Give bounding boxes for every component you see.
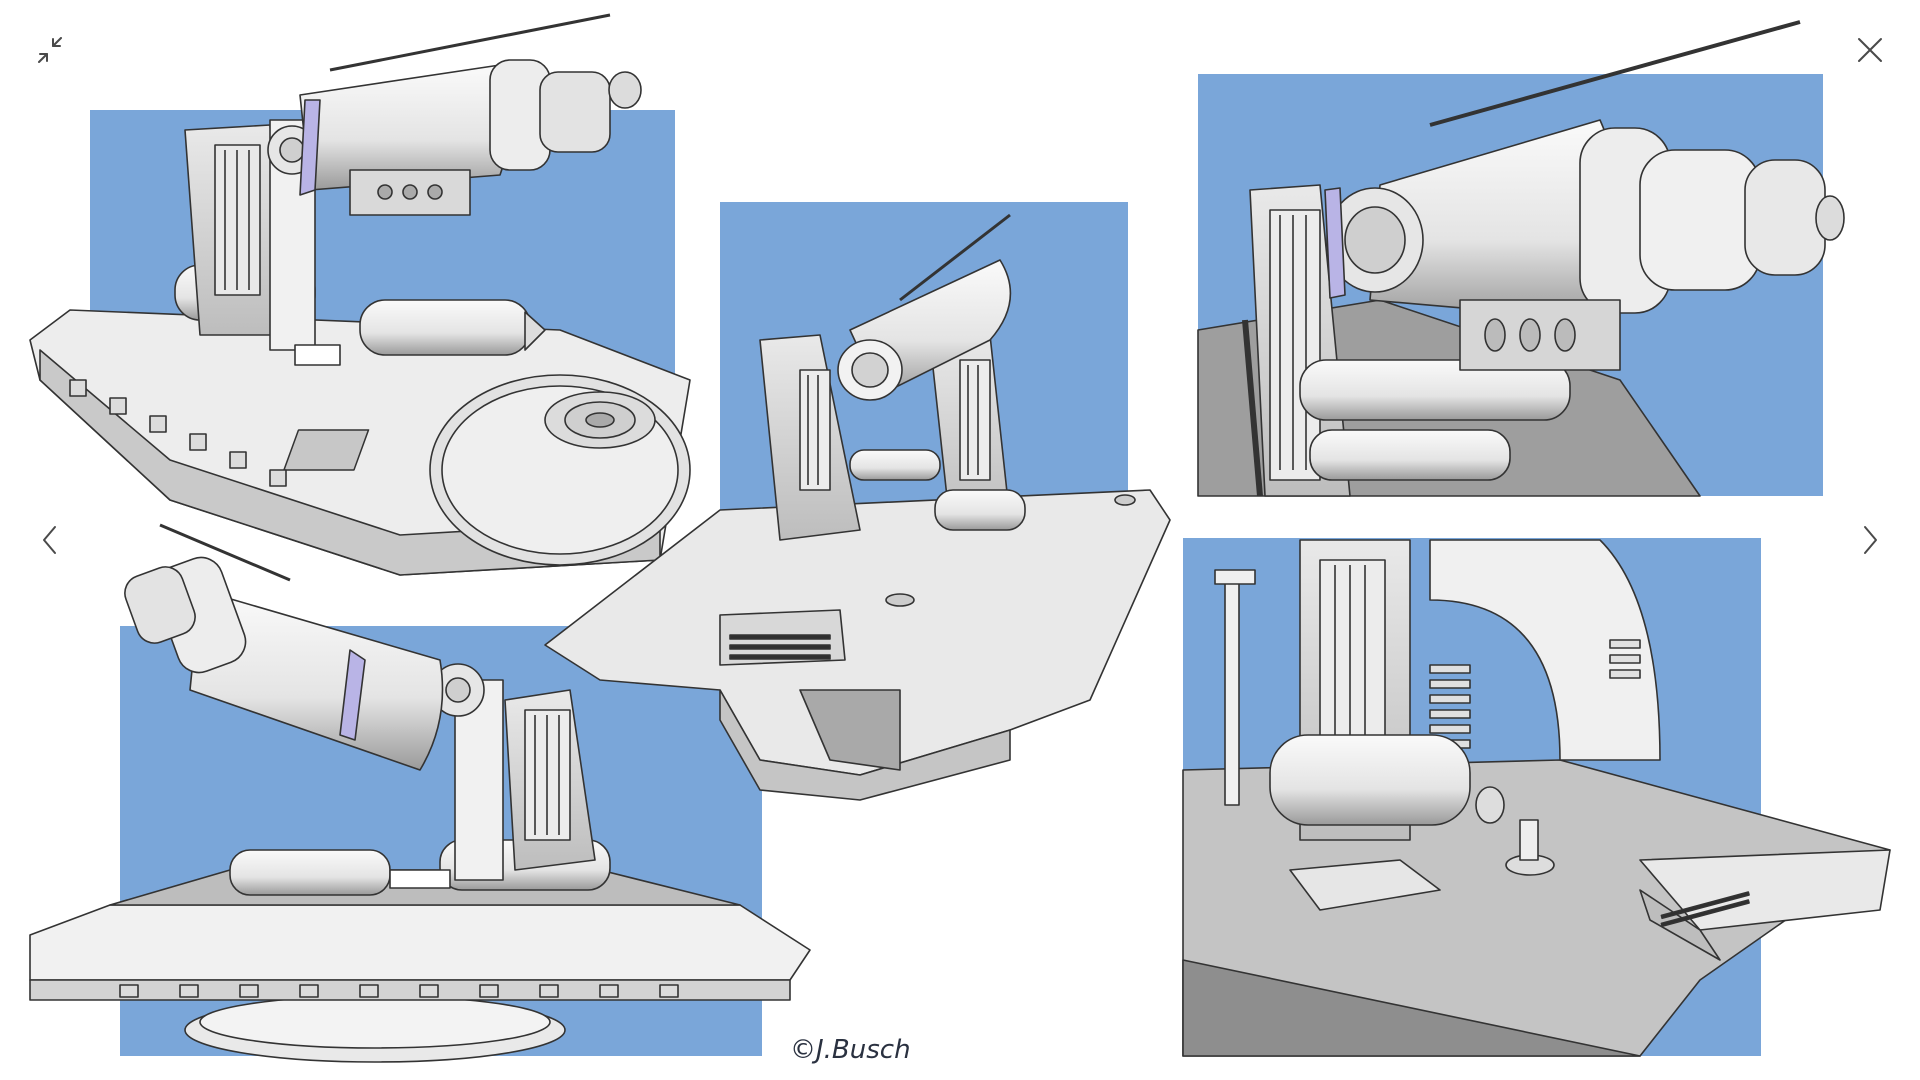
close-x-icon[interactable] [1848, 28, 1892, 72]
turret-view-bottomleft [29, 523, 811, 1063]
chevron-left-icon[interactable] [28, 518, 72, 562]
turret-view-bottomright [1182, 539, 1891, 1057]
chevron-right-icon[interactable] [1848, 518, 1892, 562]
turret-view-topright [1197, 20, 1845, 497]
turret-view-center [544, 213, 1171, 801]
turret-view-topleft [29, 13, 691, 576]
collapse-arrows-icon[interactable] [28, 28, 72, 72]
artist-signature: ©J.Busch [790, 1035, 911, 1065]
